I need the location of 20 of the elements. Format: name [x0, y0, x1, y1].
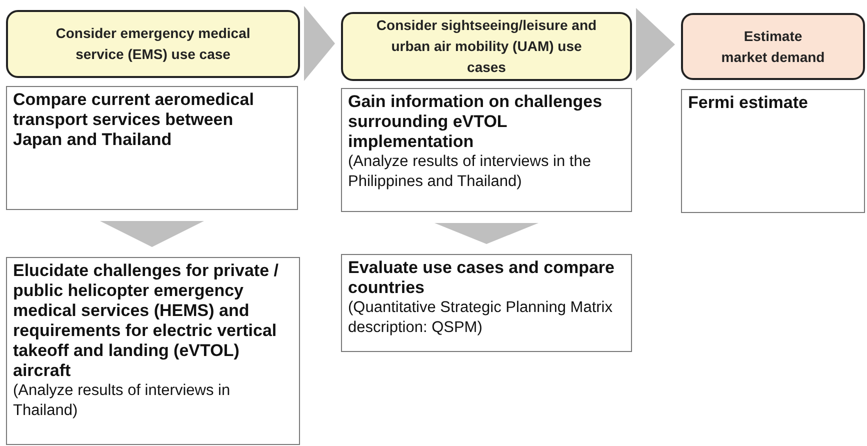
chevron-arrow [434, 223, 538, 244]
task-box [6, 257, 300, 445]
chevron-arrow [100, 221, 204, 247]
chevron-arrow [304, 6, 335, 81]
task-title: Gain information on challenges surrounding eVTOL implementation [348, 92, 604, 152]
task-box [681, 89, 865, 213]
task-note: (Analyze results of interviews in the Philippines and Thailand) [348, 152, 592, 192]
step-header: Consider emergency medical service (EMS) use case [6, 10, 300, 78]
step-header: Consider sightseeing/leisure and urban air mobility (UAM) use cases [341, 12, 632, 81]
task-box [341, 88, 632, 212]
task-note: (Analyze results of interviews in Thailand) [13, 381, 232, 421]
task-title: Evaluate use cases and compare countries [348, 258, 616, 298]
chevron-arrow [636, 8, 675, 81]
task-note: (Quantitative Strategic Planning Matrix description: QSPM) [348, 298, 614, 338]
task-title: Fermi estimate [688, 93, 809, 113]
task-title: Elucidate challenges for private / public helicopter emergency medical services (HEMS) and requirements for electric vertical takeoff and landing (eVTOL) aircraft [13, 261, 280, 381]
task-box [341, 254, 632, 352]
step-header: Estimate market demand [681, 13, 865, 80]
task-box [6, 86, 298, 210]
task-title: Compare current aeromedical transport services between Japan and Thailand [13, 90, 255, 150]
